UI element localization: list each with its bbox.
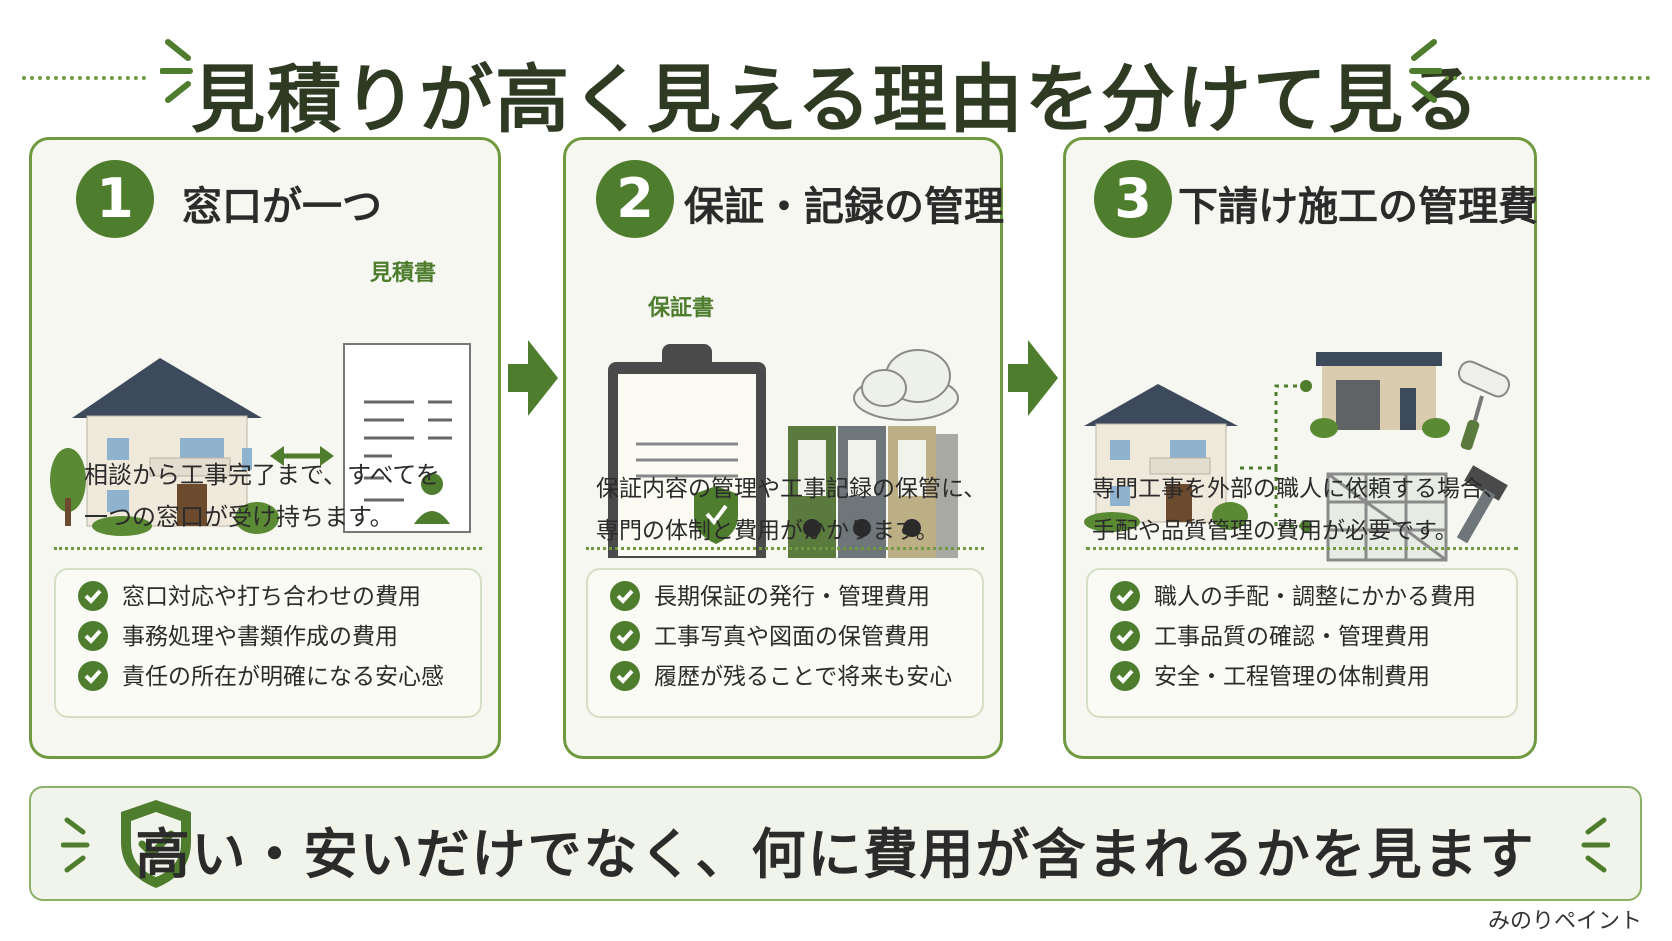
- sparkle-left-icon: [160, 39, 193, 103]
- warranty-binders-illustration: [608, 344, 959, 558]
- hammer-icon: [1456, 465, 1508, 544]
- arrow-right-icon: [1008, 340, 1058, 416]
- house-icon: [72, 358, 262, 527]
- card-title: 下請け施工の管理費: [1178, 184, 1538, 230]
- card-points: 長期保証の発行・管理費用 工事写真や図面の保管費用 履歴が残ることで将来も安心: [586, 568, 984, 718]
- house-estimate-illustration: [50, 343, 471, 536]
- house-icon: [1084, 384, 1248, 532]
- point-text: 長期保証の発行・管理費用: [654, 584, 930, 610]
- list-item: 工事品質の確認・管理費用: [1110, 620, 1430, 654]
- card-divider: [54, 547, 482, 550]
- card-title: 保証・記録の管理: [684, 184, 1004, 230]
- list-item: 履歴が残ることで将来も安心: [610, 660, 952, 694]
- number-badge: 2: [596, 160, 674, 238]
- card-subcontract-management: 3 下請け施工の管理費: [1063, 137, 1538, 759]
- summary-banner: 高い・安いだけでなく、何に費用が含まれるかを見ます: [29, 786, 1642, 901]
- clipboard-icon: [608, 344, 766, 558]
- connector-lines: [1240, 384, 1304, 528]
- list-item: 安全・工程管理の体制費用: [1110, 660, 1430, 694]
- list-item: 工事写真や図面の保管費用: [610, 620, 930, 654]
- list-item: 責任の所在が明確になる安心感: [78, 660, 444, 694]
- binders-icon: [788, 426, 958, 558]
- card-description: 保証内容の管理や工事記録の保管に、 専門の体制と費用がかかります。: [596, 476, 987, 544]
- point-text: 履歴が残ることで将来も安心: [654, 664, 953, 690]
- list-item: 長期保証の発行・管理費用: [610, 580, 930, 614]
- card-description: 相談から工事完了まで、すべてを 一つの窓口が受け持ちます。: [84, 461, 440, 531]
- subcontract-illustration: [1084, 352, 1511, 562]
- sparkle-left-icon: [61, 817, 90, 873]
- point-text: 窓口対応や打ち合わせの費用: [122, 584, 421, 610]
- card-header: 2 保証・記録の管理: [566, 160, 1004, 240]
- card-header: 3 下請け施工の管理費: [1066, 160, 1538, 240]
- point-text: 事務処理や書類作成の費用: [122, 624, 398, 650]
- summary-message: 高い・安いだけでなく、何に費用が含まれるかを見ます: [135, 823, 1536, 886]
- list-item: 窓口対応や打ち合わせの費用: [78, 580, 421, 614]
- list-item: 事務処理や書類作成の費用: [78, 620, 398, 654]
- check-icon: [78, 620, 108, 651]
- arrow-right-icon: [508, 340, 558, 416]
- scaffolding-icon: [1326, 472, 1448, 562]
- title-dots-right: [1445, 76, 1650, 80]
- point-text: 責任の所在が明確になる安心感: [122, 664, 444, 690]
- card-divider: [1086, 547, 1518, 550]
- estimate-doc-label: 見積書: [370, 261, 437, 286]
- check-icon: [610, 620, 640, 651]
- point-text: 職人の手配・調整にかかる費用: [1154, 584, 1476, 610]
- point-text: 工事写真や図面の保管費用: [654, 624, 930, 650]
- card-warranty-records: 2 保証・記録の管理: [563, 137, 1004, 759]
- check-icon: [610, 660, 640, 691]
- point-text: 安全・工程管理の体制費用: [1154, 664, 1430, 690]
- card-title: 窓口が一つ: [182, 184, 382, 230]
- card-divider: [586, 547, 984, 550]
- brand-name: みのりペイント: [1487, 909, 1642, 934]
- check-icon: [1110, 580, 1140, 611]
- point-text: 工事品質の確認・管理費用: [1154, 624, 1430, 650]
- card-one-window: 1 窓口が一つ: [29, 137, 501, 759]
- check-icon: [1110, 620, 1140, 651]
- card-description: 専門工事を外部の職人に依頼する場合、 手配や品質管理の費用が必要です。: [1092, 476, 1506, 544]
- double-arrow-icon: [270, 446, 334, 466]
- shield-check-icon: [121, 800, 191, 888]
- warranty-doc-label: 保証書: [648, 296, 715, 321]
- list-item: 職人の手配・調整にかかる費用: [1110, 580, 1476, 614]
- paint-roller-icon: [1457, 360, 1511, 451]
- sparkle-right-icon: [1581, 817, 1610, 873]
- page-title: 見積りが高く見える理由を分けて見る: [191, 57, 1481, 143]
- title-row: 見積りが高く見える理由を分けて見る: [0, 18, 1672, 143]
- check-icon: [1110, 660, 1140, 691]
- warehouse-icon: [1310, 352, 1450, 438]
- card-points: 窓口対応や打ち合わせの費用 事務処理や書類作成の費用 責任の所在が明確になる安心…: [54, 568, 482, 718]
- card-header: 1 窓口が一つ: [32, 160, 498, 240]
- title-dots-left: [22, 76, 146, 80]
- check-icon: [610, 580, 640, 611]
- number-badge: 3: [1094, 160, 1172, 238]
- check-icon: [78, 580, 108, 611]
- card-points: 職人の手配・調整にかかる費用 工事品質の確認・管理費用 安全・工程管理の体制費用: [1086, 568, 1518, 718]
- check-icon: [78, 660, 108, 691]
- number-badge: 1: [76, 160, 154, 238]
- estimate-document-icon: [343, 343, 471, 533]
- cloud-icon: [853, 349, 959, 421]
- sparkle-right-icon: [1409, 39, 1442, 103]
